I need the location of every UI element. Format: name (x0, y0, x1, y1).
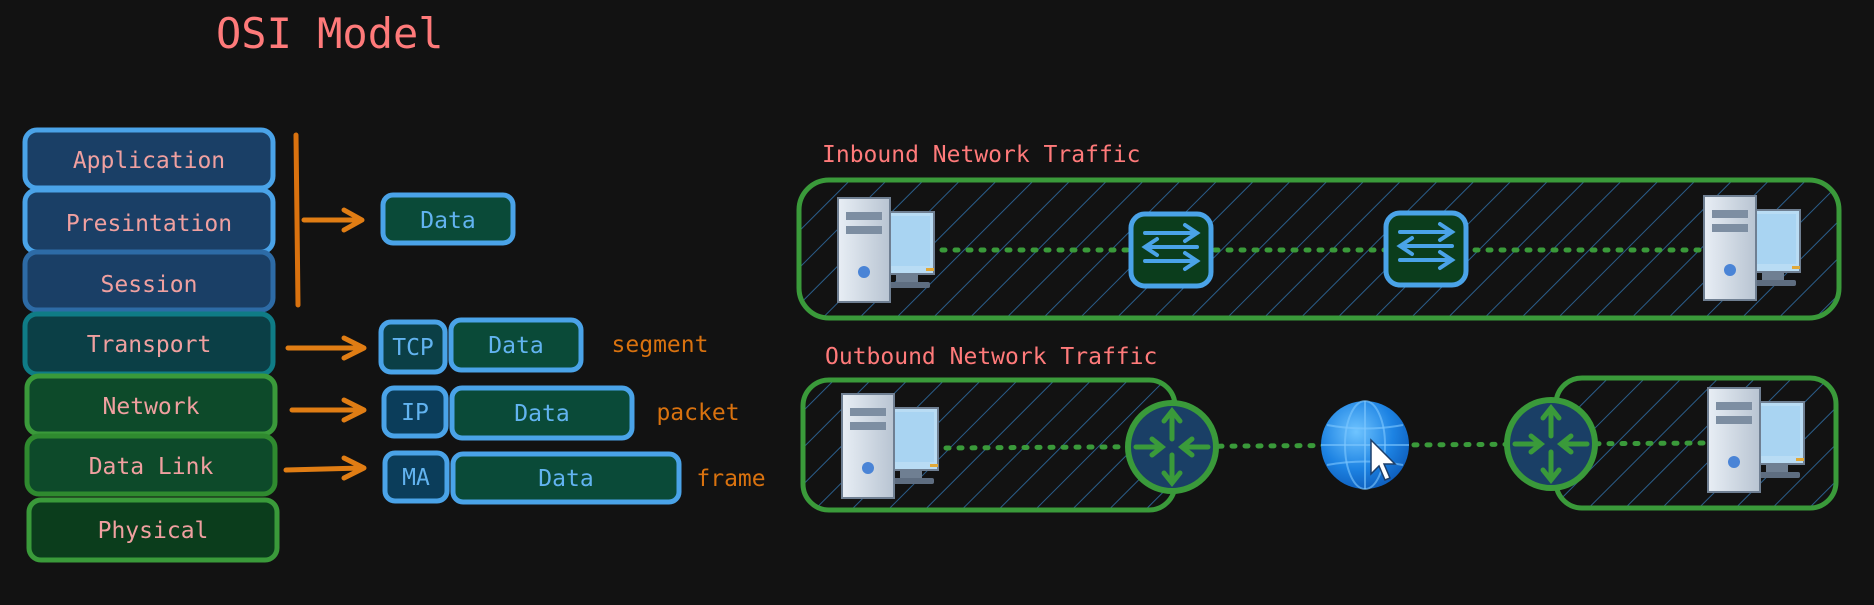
computer-icon (1707, 387, 1805, 493)
osi-layer-stack: Application Presintation Session Transpo… (22, 127, 280, 563)
upper-layers-bracket (293, 132, 301, 308)
ma-header-label: MA (402, 465, 430, 491)
transport-data-label: Data (488, 333, 543, 359)
layer-label: Session (101, 272, 198, 298)
arrow-datalink (283, 455, 367, 481)
layer-label: Physical (98, 518, 209, 544)
globe-icon (1321, 400, 1409, 490)
layer-label: Data Link (89, 454, 214, 480)
computer-icon (1703, 195, 1801, 301)
inbound-network (796, 177, 1842, 321)
layer-physical: Physical (26, 497, 280, 563)
transport-segment: TCP Data segment (378, 317, 709, 375)
segment-label: segment (612, 332, 709, 358)
layer-application: Application (22, 127, 276, 191)
inbound-label: Inbound Network Traffic (822, 142, 1141, 168)
frame-label: frame (696, 466, 765, 492)
cursor-icon (1370, 438, 1397, 481)
tcp-header-label: TCP (392, 335, 434, 361)
upper-data-box: Data (380, 192, 516, 246)
packet-label: packet (656, 400, 739, 426)
layer-label: Transport (87, 332, 212, 358)
arrow-network (289, 397, 367, 423)
outbound-label: Outbound Network Traffic (825, 344, 1157, 370)
network-data-label: Data (514, 401, 569, 427)
switch-icon (1131, 214, 1211, 286)
ip-header-label: IP (401, 400, 429, 426)
layer-label: Presintation (66, 211, 232, 237)
arrow-upper (301, 207, 365, 233)
datalink-frame: MA Data frame (382, 450, 766, 505)
router-icon (1507, 400, 1595, 488)
arrow-transport (285, 335, 367, 361)
router-icon (1128, 403, 1216, 491)
switch-icon (1386, 213, 1466, 285)
layer-label: Application (73, 148, 225, 174)
layer-session: Session (22, 249, 276, 313)
layer-presentation: Presintation (22, 187, 276, 255)
layer-data-link: Data Link (24, 433, 278, 497)
computer-icon (837, 197, 935, 303)
outbound-network (800, 375, 1839, 513)
network-packet: IP Data packet (381, 385, 740, 441)
layer-network: Network (24, 373, 278, 437)
layer-label: Network (103, 394, 200, 420)
datalink-data-label: Data (538, 466, 593, 492)
upper-data-label: Data (420, 208, 475, 234)
computer-icon (841, 393, 939, 499)
layer-transport: Transport (22, 311, 276, 377)
page-title: OSI Model (216, 9, 444, 58)
